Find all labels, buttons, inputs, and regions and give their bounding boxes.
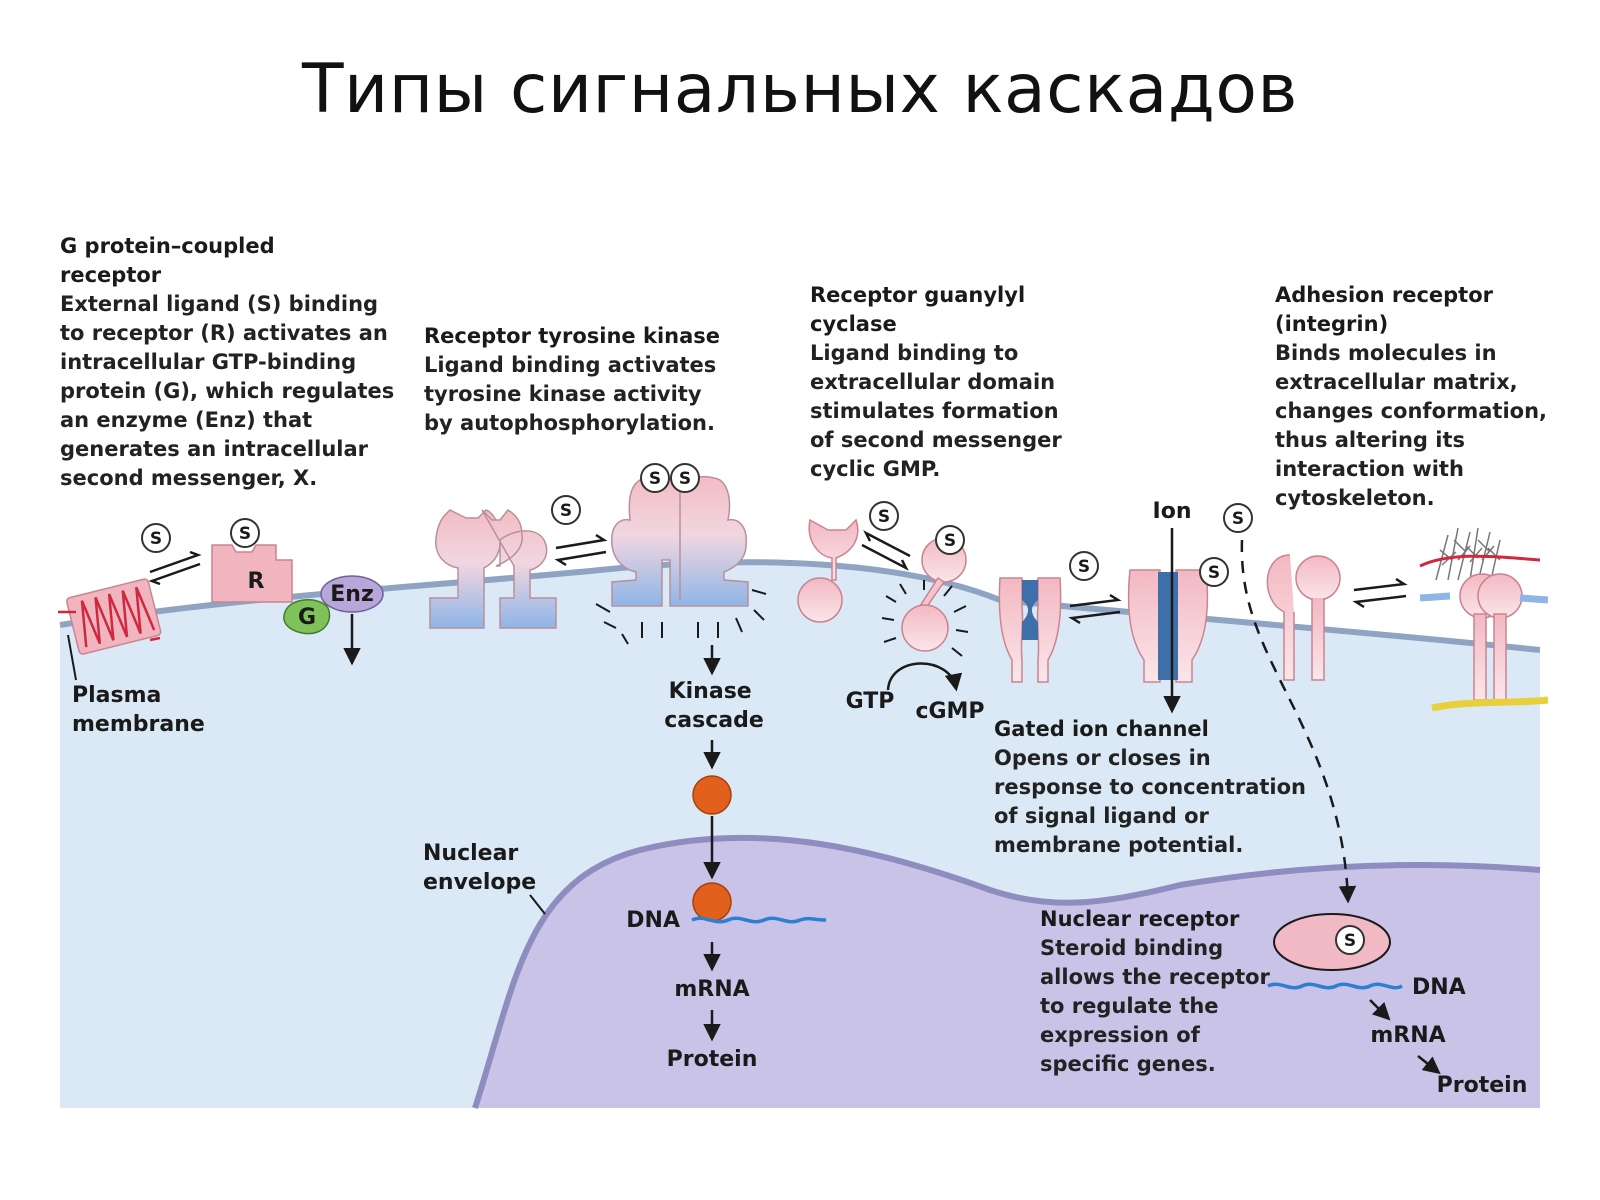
ligand-s-icon: S bbox=[141, 523, 171, 553]
adhesion-heading: Adhesion receptor (integrin) bbox=[1275, 283, 1500, 336]
nuclear-heading: Nuclear receptor bbox=[1040, 907, 1240, 931]
nucleus bbox=[475, 837, 1540, 1108]
rgc-inactive-receptor bbox=[797, 518, 859, 623]
nuclear-receptor-protein bbox=[1273, 913, 1391, 971]
ligand-s-icon: S bbox=[1069, 551, 1099, 581]
nuclear-signal-dot bbox=[692, 882, 732, 922]
integrin-inactive bbox=[1266, 554, 1341, 681]
ligand-s-icon: S bbox=[670, 463, 700, 493]
ligand-s-icon: S bbox=[551, 495, 581, 525]
enzyme-icon: Enz bbox=[320, 575, 384, 613]
gpcr-inactive-receptor bbox=[66, 578, 162, 655]
matrix-protein-fiber bbox=[1419, 554, 1541, 568]
svg-text:S: S bbox=[1208, 563, 1220, 583]
gpcr-description: External ligand (S) binding to receptor … bbox=[60, 292, 402, 490]
svg-text:S: S bbox=[679, 469, 691, 489]
svg-text:S: S bbox=[1078, 557, 1090, 577]
rgc-diagram: S S GTP cGMP bbox=[797, 501, 985, 724]
ligand-s-icon: S bbox=[869, 501, 899, 531]
ion-channel-diagram: S S Ion bbox=[998, 499, 1229, 714]
svg-text:S: S bbox=[878, 507, 890, 527]
rgc-description: Ligand binding to extracellular domain s… bbox=[810, 341, 1069, 481]
mrna-label: mRNA bbox=[674, 977, 749, 1002]
receptor-label: R bbox=[248, 569, 265, 594]
membrane-protein-left bbox=[1419, 592, 1451, 602]
dna-label: DNA bbox=[1412, 975, 1466, 1000]
ligand-s-icon: S bbox=[1199, 557, 1229, 587]
cytoskeleton-fiber bbox=[1431, 696, 1549, 712]
svg-text:S: S bbox=[1232, 509, 1244, 529]
protein-label: Protein bbox=[667, 1047, 758, 1072]
ligand-s-icon: S bbox=[640, 463, 670, 493]
ligand-s-icon: S bbox=[1335, 925, 1365, 955]
mrna-label: mRNA bbox=[1370, 1023, 1445, 1048]
nuclear-description: Steroid binding allows the receptor to r… bbox=[1040, 936, 1277, 1076]
protein-label: Protein bbox=[1437, 1073, 1528, 1098]
adhesion-description: Binds molecules in extracellular matrix,… bbox=[1275, 341, 1554, 510]
svg-text:Enz: Enz bbox=[330, 582, 374, 607]
gpcr-diagram: S R S Enz G Plasma membrane bbox=[58, 518, 384, 737]
rtk-description: Ligand binding activates tyrosine kinase… bbox=[424, 353, 724, 435]
gpcr-equilibrium-arrows bbox=[148, 550, 202, 586]
rtk-equilibrium-arrows bbox=[554, 533, 608, 567]
ligand-s-icon: S bbox=[1223, 503, 1253, 533]
ion-description: Opens or closes in response to concentra… bbox=[994, 746, 1313, 857]
integrin-active bbox=[1459, 573, 1523, 701]
integrin-equilibrium-arrows bbox=[1352, 577, 1408, 609]
ligand-s-icon: S bbox=[935, 525, 965, 555]
nuclear-receptor-diagram: S S DNA mRNA Protein bbox=[1223, 503, 1528, 1098]
rgc-equilibrium-arrows bbox=[861, 530, 911, 571]
svg-text:S: S bbox=[1344, 931, 1356, 951]
membrane-protein-right bbox=[1519, 594, 1549, 604]
svg-text:S: S bbox=[944, 531, 956, 551]
nuclear-envelope bbox=[472, 834, 1541, 1109]
ion-heading: Gated ion channel bbox=[994, 717, 1209, 741]
ligand-s-bound-icon: S bbox=[230, 518, 260, 548]
ion-label: Ion bbox=[1153, 499, 1192, 524]
svg-text:S: S bbox=[560, 501, 572, 521]
dna-label: DNA bbox=[626, 908, 680, 933]
g-protein-icon: G bbox=[283, 599, 331, 635]
rtk-monomer-right bbox=[481, 509, 557, 629]
cgmp-label: cGMP bbox=[915, 699, 984, 724]
page-title: Типы сигнальных каскадов bbox=[301, 50, 1299, 129]
svg-text:S: S bbox=[150, 529, 162, 549]
svg-text:G: G bbox=[298, 605, 316, 630]
dna-strand bbox=[1267, 982, 1403, 990]
kinase-activity-rays bbox=[595, 589, 767, 645]
gpcr-heading: G protein–coupled receptor bbox=[60, 234, 282, 287]
dna-strand bbox=[691, 916, 827, 924]
plasma-membrane-label: Plasma membrane bbox=[72, 683, 205, 737]
rtk-active-dimer bbox=[611, 475, 749, 607]
nuclear-envelope-label: Nuclear envelope bbox=[423, 841, 536, 895]
steroid-path-arrow bbox=[1240, 539, 1357, 904]
rtk-diagram: S S S Kinase bbox=[423, 463, 827, 1072]
rtk-monomer-left bbox=[429, 509, 502, 629]
rgc-heading: Receptor guanylyl cyclase bbox=[810, 283, 1032, 336]
rtk-heading: Receptor tyrosine kinase bbox=[424, 324, 720, 348]
ion-equilibrium-arrows bbox=[1068, 593, 1122, 625]
cyclase-activity-rays bbox=[881, 580, 969, 657]
kinase-cascade-label: Kinase cascade bbox=[664, 679, 764, 733]
gtp-label: GTP bbox=[846, 689, 895, 714]
signal-molecule-dot bbox=[692, 775, 732, 815]
gpcr-active-receptor: R bbox=[211, 544, 293, 603]
svg-text:S: S bbox=[239, 524, 251, 544]
svg-text:S: S bbox=[649, 469, 661, 489]
adhesion-diagram bbox=[1266, 527, 1549, 712]
rgc-active-receptor bbox=[901, 537, 967, 652]
closed-ion-channel bbox=[998, 577, 1062, 683]
